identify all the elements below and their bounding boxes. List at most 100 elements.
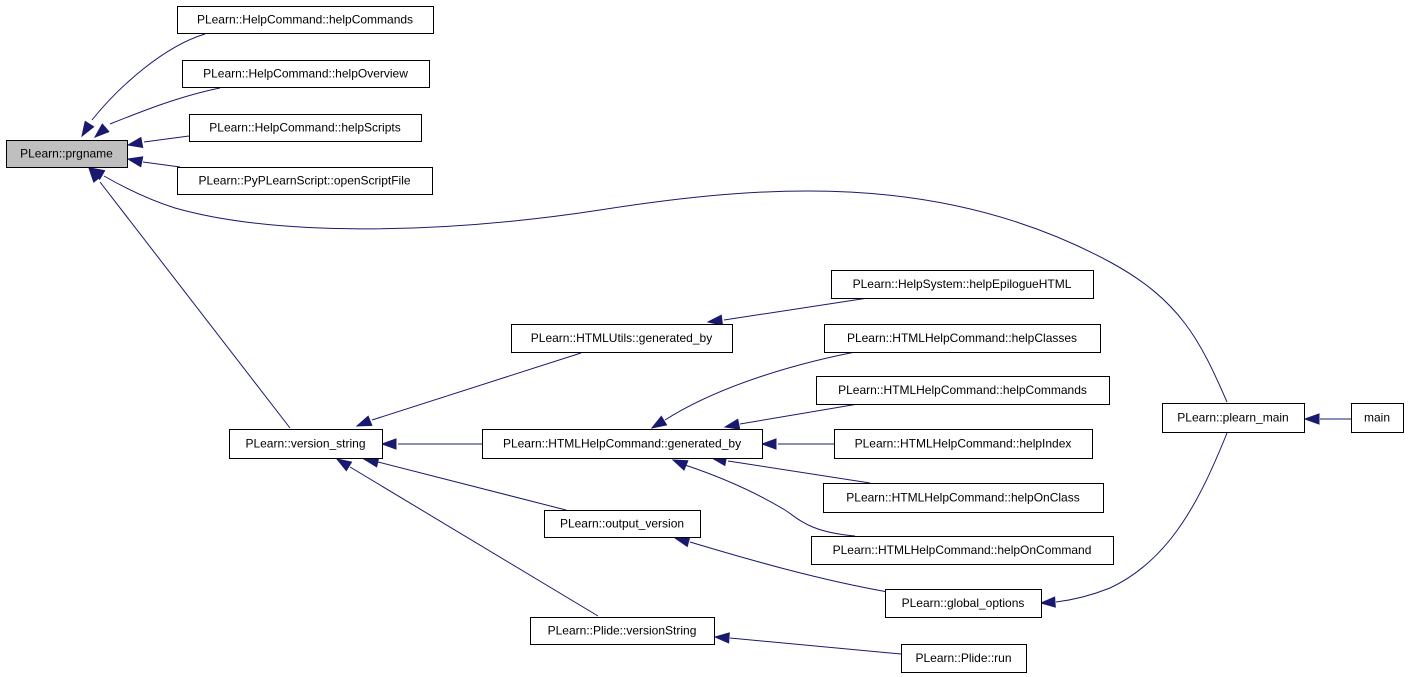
node-helpEpilogueHTML[interactable]: PLearn::HelpSystem::helpEpilogueHTML [831, 270, 1094, 299]
node-box[interactable] [177, 6, 434, 34]
edge-global_options-to-plearn_main [1039, 432, 1228, 608]
edge-helpIndex-to-hhc_generated_by [760, 438, 834, 450]
node-box[interactable] [901, 644, 1027, 673]
node-box[interactable] [182, 60, 430, 88]
node-version-string[interactable]: PLearn::version_string [229, 429, 383, 459]
node-label: PLearn::HTMLHelpCommand::helpClasses [847, 331, 1077, 345]
node-label: PLearn::Plide::versionString [548, 624, 697, 638]
edge-line [664, 349, 867, 421]
edge-helpScripts-to-prgname [126, 135, 190, 148]
node-box[interactable] [511, 324, 733, 353]
node-box[interactable] [811, 536, 1114, 565]
node-box[interactable] [823, 483, 1104, 513]
edge-arrowhead [706, 314, 724, 326]
node-label: PLearn::HTMLHelpCommand::generated_by [503, 437, 741, 451]
edge-utils_generated_by-to-version_string [355, 352, 582, 427]
edge-arrowhead [126, 136, 144, 148]
node-output-version[interactable]: PLearn::output_version [544, 510, 701, 538]
edge-helpEpilogueHTML-to-utils_generated_by [706, 297, 869, 326]
edge-arrowhead [760, 438, 777, 450]
node-label: main [1364, 411, 1390, 425]
node-box[interactable] [1162, 403, 1305, 433]
node-label: PLearn::PyPLearnScript::openScriptFile [198, 174, 410, 188]
edge-line [729, 637, 902, 655]
node-label: PLearn::plearn_main [1177, 411, 1288, 425]
node-box[interactable] [885, 589, 1042, 618]
edge-arrowhead [723, 418, 741, 430]
edge-arrowhead [355, 415, 373, 427]
edge-arrowhead [93, 123, 110, 138]
node-openScriptFile[interactable]: PLearn::PyPLearnScript::openScriptFile [177, 167, 433, 195]
edges-layer [81, 33, 1351, 655]
node-hhc-helpCommands[interactable]: PLearn::HTMLHelpCommand::helpCommands [816, 376, 1110, 405]
node-box[interactable] [834, 429, 1093, 459]
node-helpOverview[interactable]: PLearn::HelpCommand::helpOverview [182, 60, 430, 88]
edge-line [109, 87, 221, 125]
node-box[interactable] [544, 510, 701, 538]
node-plide-run[interactable]: PLearn::Plide::run [901, 644, 1027, 673]
edge-version_string-to-prgname [88, 166, 291, 429]
node-hhc-generated-by[interactable]: PLearn::HTMLHelpCommand::generated_by [482, 429, 763, 459]
edge-line [143, 135, 190, 143]
edge-arrowhead [671, 459, 689, 471]
node-box[interactable] [177, 167, 433, 195]
edge-arrowhead [1303, 413, 1320, 425]
edge-line [689, 541, 889, 593]
edge-hhc_helpCommands-to-hhc_generated_by [723, 401, 871, 430]
edge-arrowhead [673, 536, 691, 548]
edge-openScriptFile-to-prgname [126, 156, 181, 168]
node-box[interactable] [229, 429, 383, 459]
edge-arrowhead [88, 166, 103, 183]
edge-line [723, 297, 869, 321]
node-helpScripts[interactable]: PLearn::HelpCommand::helpScripts [189, 114, 422, 142]
node-box[interactable] [189, 114, 422, 142]
node-helpOnClass[interactable]: PLearn::HTMLHelpCommand::helpOnClass [823, 483, 1104, 513]
edge-plide_run-to-versionString [713, 632, 902, 655]
node-versionString[interactable]: PLearn::Plide::versionString [530, 617, 715, 645]
node-plearn-main[interactable]: PLearn::plearn_main [1162, 403, 1305, 433]
node-box[interactable] [1351, 403, 1404, 433]
node-label: PLearn::prgname [20, 147, 113, 161]
node-global-options[interactable]: PLearn::global_options [885, 589, 1042, 618]
edge-hhc_generated_by-to-version_string [380, 438, 482, 450]
edge-arrowhead [335, 458, 353, 472]
edge-helpClasses-to-hhc_generated_by [650, 349, 867, 429]
node-box[interactable] [530, 617, 715, 645]
node-label: PLearn::HelpCommand::helpScripts [209, 121, 400, 135]
edge-line [99, 181, 291, 429]
node-label: PLearn::HTMLHelpCommand::helpIndex [855, 437, 1072, 451]
node-helpCommands[interactable]: PLearn::HelpCommand::helpCommands [177, 6, 434, 34]
edge-line [371, 352, 582, 421]
node-box[interactable] [824, 324, 1101, 353]
edge-helpOnCommand-to-hhc_generated_by [671, 459, 856, 537]
edge-main-to-plearn_main [1303, 413, 1351, 425]
node-helpIndex[interactable]: PLearn::HTMLHelpCommand::helpIndex [834, 429, 1093, 459]
node-box[interactable] [816, 376, 1110, 405]
node-utils-generated-by[interactable]: PLearn::HTMLUtils::generated_by [511, 324, 733, 353]
node-main[interactable]: main [1351, 403, 1404, 433]
edge-arrowhead [81, 120, 95, 138]
edge-line [727, 460, 871, 484]
node-label: PLearn::output_version [560, 517, 684, 531]
edge-helpCommands-to-prgname [81, 33, 206, 138]
edge-arrowhead [713, 632, 730, 644]
edge-line [91, 33, 206, 121]
edge-arrowhead [1039, 596, 1056, 608]
edge-line [1055, 432, 1228, 603]
node-box[interactable] [831, 270, 1094, 299]
node-label: PLearn::HTMLHelpCommand::helpOnCommand [833, 543, 1092, 557]
edge-line [142, 161, 181, 168]
node-box[interactable] [482, 429, 763, 459]
node-label: PLearn::HTMLHelpCommand::helpOnClass [846, 491, 1079, 505]
edge-versionString-to-version_string [335, 458, 599, 617]
edge-helpOverview-to-prgname [93, 87, 221, 138]
node-label: PLearn::Plide::run [915, 651, 1011, 665]
node-label: PLearn::HelpCommand::helpOverview [203, 67, 408, 81]
edge-line [349, 466, 599, 617]
edge-arrowhead [126, 156, 144, 168]
node-box[interactable] [6, 140, 128, 168]
node-prgname[interactable]: PLearn::prgname [6, 140, 128, 168]
node-helpOnCommand[interactable]: PLearn::HTMLHelpCommand::helpOnCommand [811, 536, 1114, 565]
node-helpClasses[interactable]: PLearn::HTMLHelpCommand::helpClasses [824, 324, 1101, 353]
